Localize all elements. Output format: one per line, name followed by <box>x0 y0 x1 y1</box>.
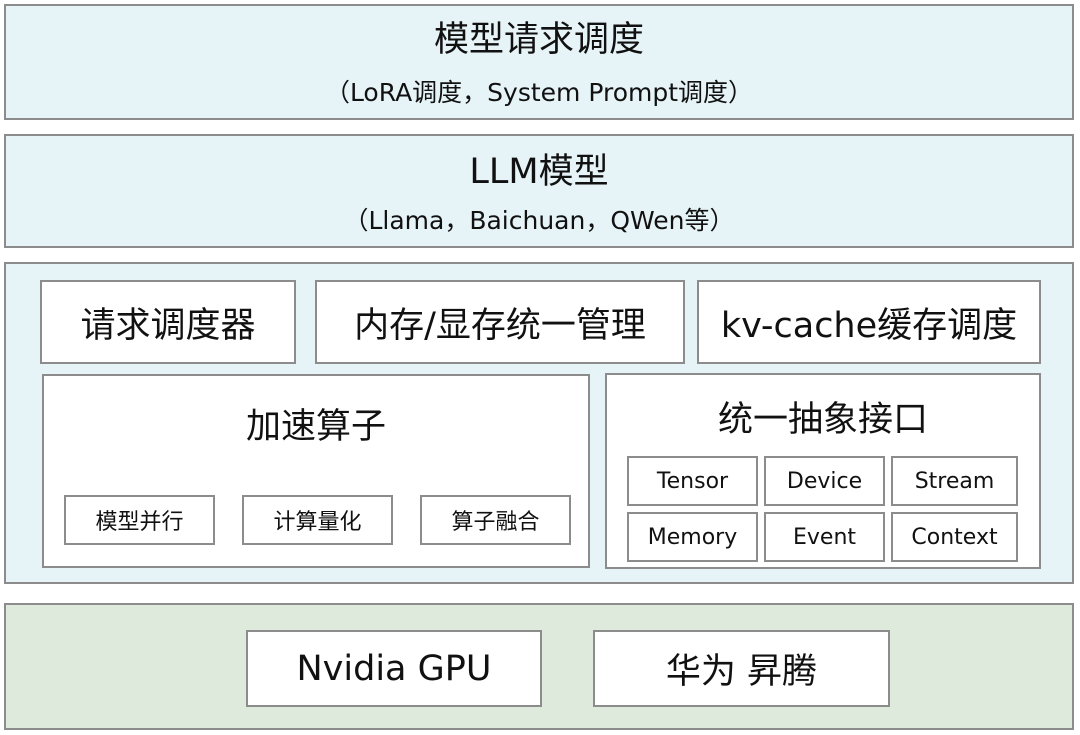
hardware-huawei-ascend: 华为 昇腾 <box>593 630 890 707</box>
layer-subtitle: （LoRA调度，System Prompt调度） <box>324 78 754 107</box>
layer-runtime: 请求调度器 内存/显存统一管理 kv-cache缓存调度 加速算子 模型并行 计… <box>4 262 1074 584</box>
interface-item-stream: Stream <box>891 456 1018 506</box>
interface-item-context: Context <box>891 512 1018 562</box>
hardware-nvidia-gpu: Nvidia GPU <box>246 630 542 707</box>
request-scheduler-module: 请求调度器 <box>40 280 296 364</box>
group-title: 加速算子 <box>245 407 386 447</box>
group-title: 统一抽象接口 <box>717 400 928 440</box>
interface-item-tensor: Tensor <box>627 456 758 506</box>
operator-fusion-item: 算子融合 <box>420 495 571 545</box>
interface-item-device: Device <box>764 456 885 506</box>
kv-cache-scheduling-module: kv-cache缓存调度 <box>697 280 1041 364</box>
layer-hardware: Nvidia GPU 华为 昇腾 <box>4 603 1074 730</box>
layer-subtitle: （Llama，Baichuan，QWen等） <box>343 206 735 235</box>
acceleration-operators-group: 加速算子 模型并行 计算量化 算子融合 <box>42 374 590 568</box>
layer-title: LLM模型 <box>469 152 609 192</box>
compute-quantization-item: 计算量化 <box>242 495 393 545</box>
layer-llm-model: LLM模型 （Llama，Baichuan，QWen等） <box>4 134 1074 248</box>
layer-model-request-scheduling: 模型请求调度 （LoRA调度，System Prompt调度） <box>4 4 1074 120</box>
interface-item-event: Event <box>764 512 885 562</box>
layer-title: 模型请求调度 <box>433 20 644 60</box>
model-parallel-item: 模型并行 <box>64 495 215 545</box>
unified-abstraction-interface-group: 统一抽象接口 Tensor Device Stream Memory Event… <box>605 373 1041 569</box>
memory-management-module: 内存/显存统一管理 <box>315 280 685 364</box>
interface-item-memory: Memory <box>627 512 758 562</box>
